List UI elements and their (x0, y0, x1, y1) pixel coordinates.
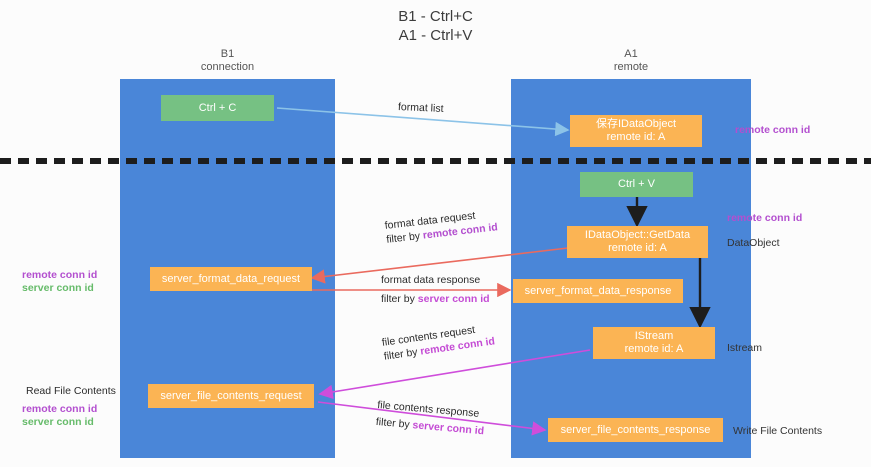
node-server-file-contents-request[interactable]: server_file_contents_request (148, 384, 314, 408)
node-getdata-line2: remote id: A (608, 242, 667, 254)
node-server-format-data-response-label: server_format_data_response (524, 284, 672, 297)
annotation-right-write-file-contents: Write File Contents (733, 425, 823, 437)
title-line-1: B1 - Ctrl+C (398, 8, 473, 25)
annotation-left-bot-remote-conn-id: remote conn id (22, 403, 98, 415)
filter-prefix: filter by (385, 229, 424, 246)
node-server-file-contents-response[interactable]: server_file_contents_response (548, 418, 723, 442)
annotation-left-mid-remote-conn-id: remote conn id (22, 269, 98, 281)
node-save-idataobject[interactable]: 保存IDataObject remote id: A (570, 115, 702, 147)
edge-label-format-list: format list (398, 100, 444, 116)
edge-label-format-list-text: format list (397, 101, 444, 115)
annotation-left-mid-server-conn-id: server conn id (22, 282, 94, 294)
node-getdata-line1: IDataObject::GetData (584, 229, 691, 241)
column-header-a1-subtitle: remote (613, 61, 649, 73)
column-header-a1-name: A1 (624, 48, 638, 60)
node-ctrl-c-label: Ctrl + C (198, 101, 237, 114)
node-idataobject-getdata[interactable]: IDataObject::GetData remote id: A (567, 226, 708, 258)
title-line-2: A1 - Ctrl+V (398, 27, 473, 44)
filter-key-server-conn-id: server conn id (412, 419, 485, 438)
filter-prefix: filter by (383, 345, 422, 363)
node-ctrl-c[interactable]: Ctrl + C (161, 95, 274, 121)
annotation-right-istream: Istream (727, 342, 763, 354)
column-header-a1: A1 remote (511, 48, 751, 74)
edge-label-format-data-request: format data request filter by remote con… (384, 206, 498, 247)
node-ctrl-v[interactable]: Ctrl + V (580, 172, 693, 197)
column-header-b1: B1 connection (120, 48, 335, 74)
annotation-right-top-remote-conn-id: remote conn id (735, 124, 811, 136)
edge-label-format-data-response-filter: filter by server conn id (381, 292, 490, 306)
node-server-format-data-request-label: server_format_data_request (161, 272, 301, 285)
node-ctrl-v-label: Ctrl + V (618, 178, 655, 190)
filter-prefix: filter by (375, 415, 414, 432)
filter-key-server-conn-id: server conn id (417, 293, 490, 305)
annotation-left-read-file-contents: Read File Contents (26, 385, 116, 397)
edge-label-format-data-response: format data response filter by server co… (381, 273, 490, 306)
annotation-left-bot-server-conn-id: server conn id (22, 416, 94, 428)
section-divider (0, 158, 871, 164)
node-server-format-data-request[interactable]: server_format_data_request (150, 267, 312, 291)
node-istream-line1: IStream (634, 330, 674, 342)
annotation-right-mid-remote-conn-id: remote conn id (727, 212, 803, 224)
edge-label-file-contents-response: file contents response filter by server … (375, 398, 486, 438)
node-server-file-contents-response-label: server_file_contents_response (560, 423, 711, 436)
annotation-right-dataobject: DataObject (727, 237, 780, 249)
column-header-b1-name: B1 (220, 48, 235, 60)
edge-label-file-contents-request: file contents request filter by remote c… (381, 320, 496, 363)
column-header-b1-subtitle: connection (200, 61, 255, 73)
filter-prefix: filter by (381, 293, 418, 305)
node-save-idataobject-line1: 保存IDataObject (595, 118, 677, 130)
node-istream-line2: remote id: A (624, 343, 684, 355)
node-save-idataobject-line2: remote id: A (606, 131, 666, 143)
node-server-format-data-response[interactable]: server_format_data_response (513, 279, 683, 303)
page-title: B1 - Ctrl+C A1 - Ctrl+V (0, 7, 871, 45)
edge-label-format-data-response-main: format data response (381, 274, 481, 286)
node-server-file-contents-request-label: server_file_contents_request (160, 389, 302, 402)
node-istream[interactable]: IStream remote id: A (593, 327, 715, 359)
